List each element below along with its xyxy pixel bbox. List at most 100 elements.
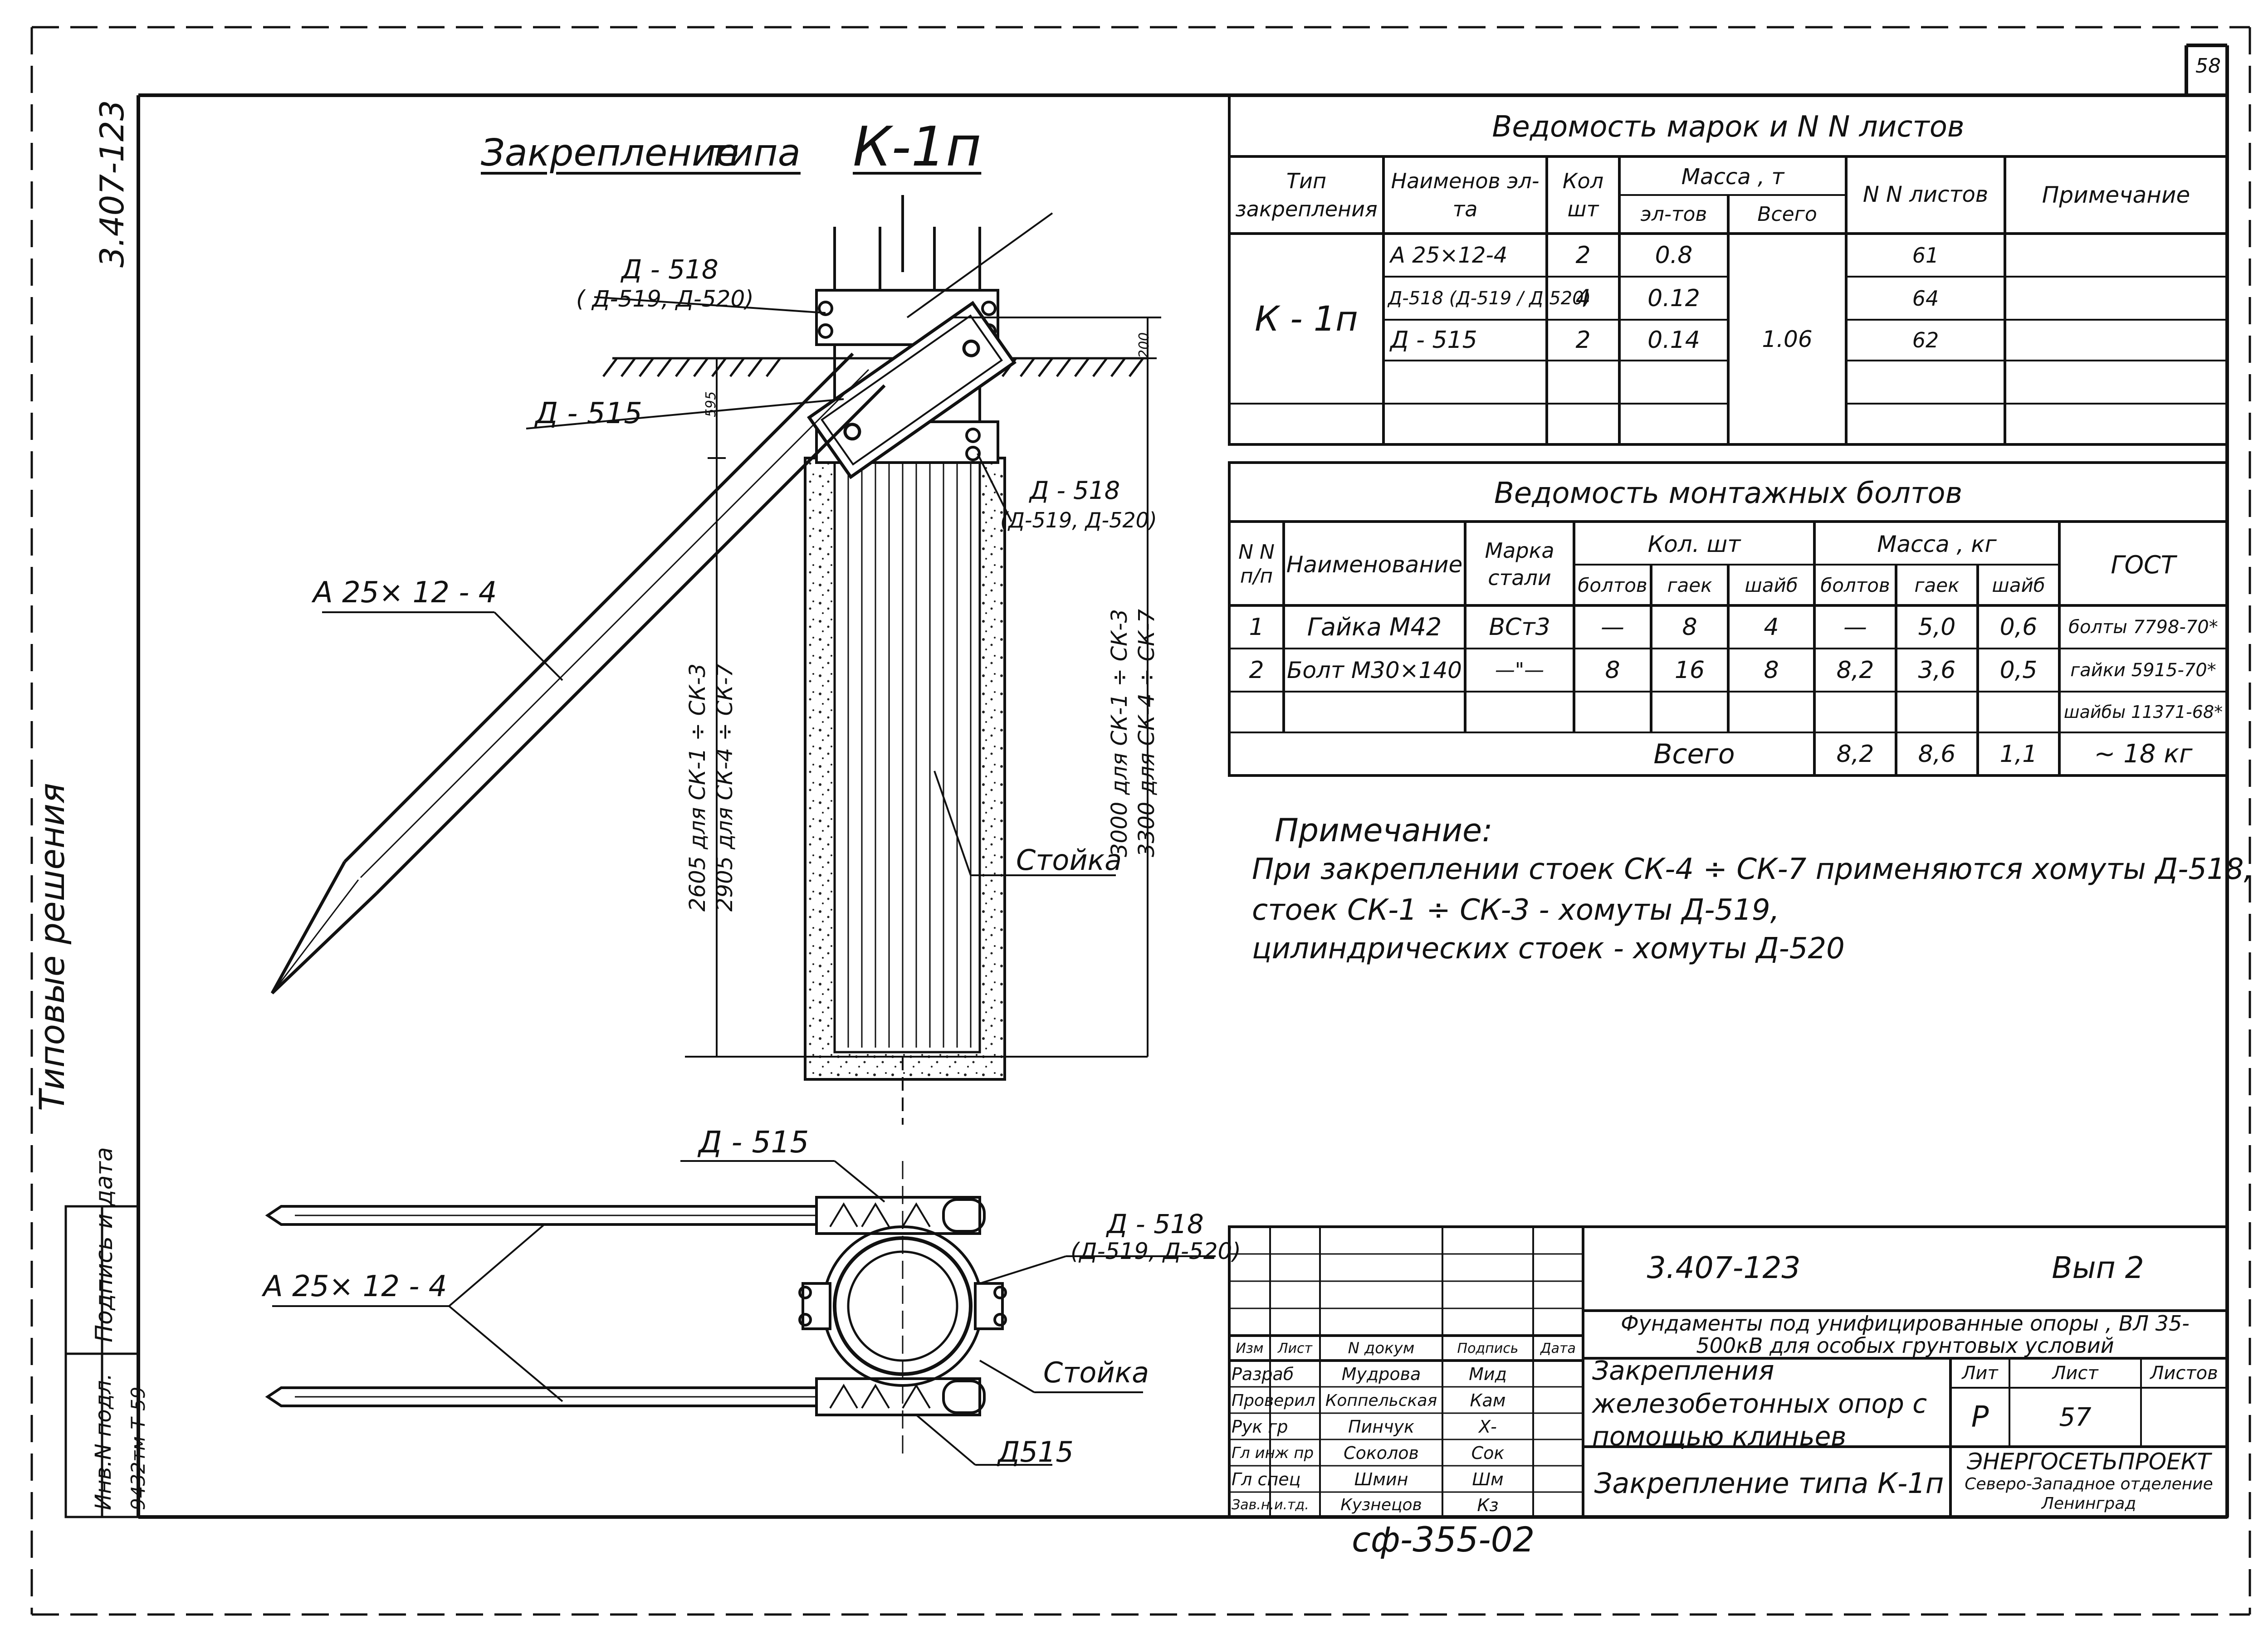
marks-row-sheet: 61 xyxy=(1912,243,1939,268)
label-anchor-plan: А 25× 12 - 4 xyxy=(263,1270,447,1303)
dimension-lines xyxy=(685,317,1161,1125)
marks-header-mass-total: Всего xyxy=(1757,203,1817,226)
notes-heading: Примечание: xyxy=(1275,812,1493,849)
tb-col-header: Лист xyxy=(1277,1340,1313,1356)
notes-line-3: цилиндрических стоек - хомуты Д-520 xyxy=(1252,932,1845,966)
marks-row-mass: 0.12 xyxy=(1647,284,1700,312)
bolts-table-grid xyxy=(1228,461,2229,777)
label-d518-top-sub: ( Д-519, Д-520) xyxy=(576,286,754,312)
tb-col-header: Изм xyxy=(1236,1340,1264,1356)
marks-row-name: Д - 515 xyxy=(1390,327,1477,354)
anchor-rod-elevation xyxy=(270,212,1053,995)
bolts-header-gost: ГОСТ xyxy=(2111,550,2176,579)
tb-name: Пинчук xyxy=(1348,1417,1414,1437)
marks-row-qty: 4 xyxy=(1575,284,1591,312)
tb-sheets-label: Листов xyxy=(2150,1362,2218,1384)
marks-row-name: А 25×12-4 xyxy=(1390,242,1508,268)
marks-table-title: Ведомость марок и N N листов xyxy=(1492,110,1965,144)
archive-strip xyxy=(64,1205,140,1518)
dim-200: 200 xyxy=(1136,332,1152,358)
tb-stage: Р xyxy=(1971,1400,1989,1434)
tb-org-2: Северо-Западное отделение xyxy=(1965,1475,2213,1493)
label-stoika-plan: Стойка xyxy=(1043,1356,1149,1389)
bolts-row-q-b: — xyxy=(1601,613,1624,641)
tb-sheet-label: Лист xyxy=(2052,1362,2098,1384)
tb-sheet-title: Закрепление типа К-1п xyxy=(1594,1466,1944,1500)
tb-sign: Х- xyxy=(1479,1417,1497,1437)
tb-name: Шмин xyxy=(1354,1469,1408,1489)
label-d518-plan-sub: (Д-519, Д-520) xyxy=(1070,1238,1241,1264)
bolts-row-nn: 1 xyxy=(1249,613,1264,641)
label-anchor-top: А 25× 12 - 4 xyxy=(313,576,497,610)
tb-sheet: 57 xyxy=(2059,1402,2092,1432)
notes-line-2: стоек СК-1 ÷ СК-3 - хомуты Д-519, xyxy=(1252,893,1779,927)
bolts-total-bolts: 8,2 xyxy=(1836,740,1874,768)
marks-header-mass-el: эл-тов xyxy=(1640,203,1707,226)
tb-issue: Вып 2 xyxy=(2052,1250,2144,1285)
bolts-header-name: Наименование xyxy=(1286,551,1463,578)
bolts-header-steel: Марка стали xyxy=(1485,538,1554,590)
tb-role: Зав.н.и.тд. xyxy=(1232,1497,1309,1513)
tb-sign: Сок xyxy=(1471,1443,1505,1463)
tb-org-3: Ленинград xyxy=(2041,1494,2136,1513)
marks-row-name: Д-518 (Д-519 / Д 520) xyxy=(1388,288,1591,309)
title-block-grid xyxy=(1228,1225,2229,1518)
bolts-row-gost: гайки 5915-70* xyxy=(2070,659,2216,681)
marks-row-mass: 0.8 xyxy=(1655,241,1693,269)
bolts-row-q-w: 8 xyxy=(1764,656,1779,684)
series-code-vertical: 3.407-123 xyxy=(93,100,131,268)
drawing-title-prefix: Закрепление xyxy=(481,132,739,175)
label-d515-top: Д - 515 xyxy=(535,397,642,430)
marks-type-value: К - 1п xyxy=(1255,298,1358,339)
marks-total-mass: 1.06 xyxy=(1762,326,1813,352)
tb-sign: Кам xyxy=(1470,1390,1506,1410)
marks-row-sheet: 62 xyxy=(1912,328,1939,352)
bolts-row-gost: шайбы 11371-68* xyxy=(2063,702,2223,722)
bolts-total-gost: ~ 18 кг xyxy=(2094,739,2193,769)
leaders-plan xyxy=(272,1160,1216,1466)
tb-name: Коппельская xyxy=(1325,1391,1437,1410)
bottom-code: сф-355-02 xyxy=(1352,1519,1535,1560)
bolts-header-qty-washers: шайб xyxy=(1745,574,1798,596)
bolts-table-title: Ведомость монтажных болтов xyxy=(1494,476,1963,510)
marks-row-qty: 2 xyxy=(1575,241,1591,269)
drawing-title-mid: типа xyxy=(708,132,801,175)
bolts-row-m-w: 0,6 xyxy=(1999,613,2038,641)
bolts-header-qty-nuts: гаек xyxy=(1667,574,1712,596)
bolts-header-qty-bolts: болтов xyxy=(1578,574,1647,596)
label-d518-right-sub: (Д-519, Д-520) xyxy=(1000,508,1157,532)
marks-header-sheets: N N листов xyxy=(1862,182,1989,208)
bolts-header-mass-bolts: болтов xyxy=(1820,574,1890,596)
marks-row-sheet: 64 xyxy=(1912,286,1939,311)
bolts-row-q-w: 4 xyxy=(1764,613,1779,641)
dim-right-2: 3300 для СК-4 ÷ СК-7 xyxy=(1134,609,1159,857)
bolts-row-q-n: 8 xyxy=(1682,613,1697,641)
tb-subject: Закрепления железобетонных опор с помощь… xyxy=(1592,1355,1927,1452)
bolts-row-nn: 2 xyxy=(1249,656,1264,684)
tb-stage-label: Лит xyxy=(1962,1362,1998,1384)
bolts-row-m-n: 3,6 xyxy=(1918,656,1956,684)
bolts-row-gost: болты 7798-70* xyxy=(2068,616,2218,638)
tb-role: Разраб xyxy=(1232,1364,1294,1384)
bolts-row-name: Гайка М42 xyxy=(1307,613,1442,641)
label-d518-right: Д - 518 xyxy=(1030,476,1120,505)
bolts-total-label: Всего xyxy=(1653,738,1735,770)
tb-sign: Кз xyxy=(1477,1495,1499,1515)
wedge-d515-elevation xyxy=(807,301,1017,479)
marks-row-qty: 2 xyxy=(1575,327,1591,354)
dim-left-2: 2905 для СК-4 ÷ СК-7 xyxy=(712,663,738,912)
bolts-header-mass-washers: шайб xyxy=(1992,574,2045,596)
bolts-row-name: Болт М30×140 xyxy=(1287,657,1462,683)
tb-project: Фундаменты под унифицированные опоры , В… xyxy=(1621,1311,2190,1358)
tb-name: Мудрова xyxy=(1341,1364,1421,1384)
tb-role: Проверил xyxy=(1232,1391,1315,1410)
bolts-header-qty: Кол. шт xyxy=(1647,531,1741,557)
ground-line xyxy=(602,357,1148,377)
bolts-row-m-b: 8,2 xyxy=(1836,656,1874,684)
bolts-total-nuts: 8,6 xyxy=(1918,740,1956,768)
bolts-row-m-b: — xyxy=(1843,613,1867,641)
label-d515-plan: Д - 515 xyxy=(699,1125,809,1160)
bolts-row-q-n: 16 xyxy=(1674,656,1705,684)
tb-code: 3.407-123 xyxy=(1647,1250,1801,1285)
